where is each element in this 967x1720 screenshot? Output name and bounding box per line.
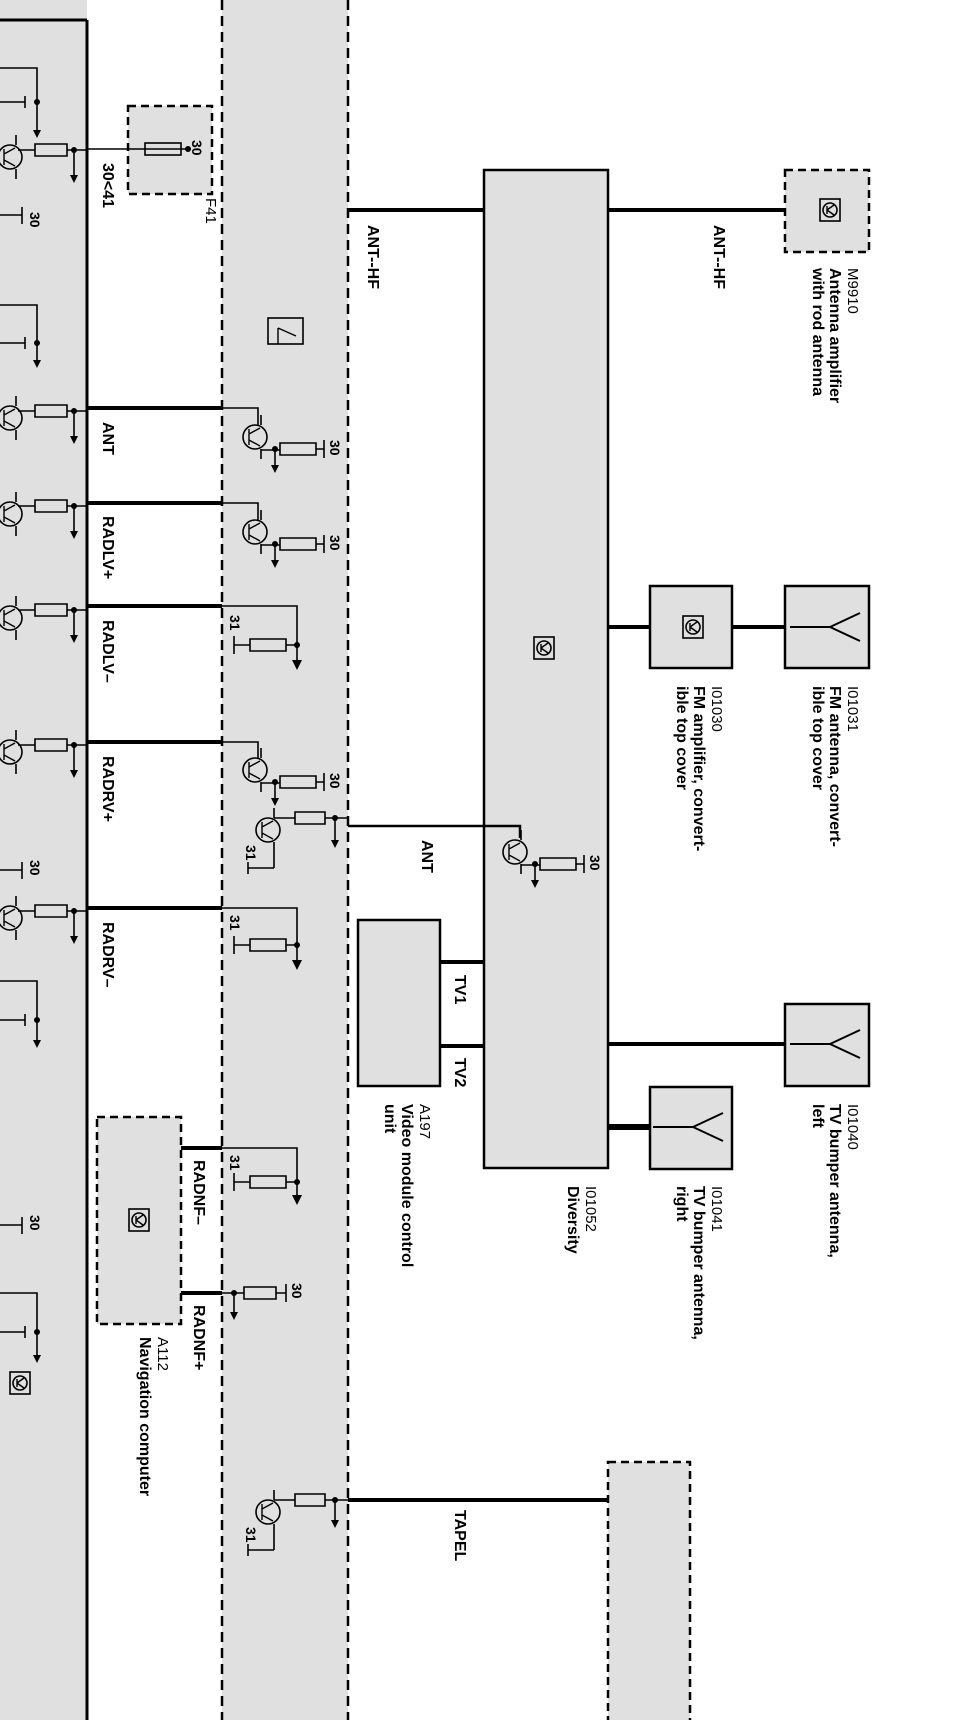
navigation-computer-a112: RADNF– RADNF+ A112 Navigation computer bbox=[95, 1115, 222, 1496]
wire-radlv-minus-label: RADLV– bbox=[99, 620, 116, 683]
i01031-desc1: FM antenna, convert- bbox=[826, 686, 843, 847]
pin-31-ant: 31 bbox=[243, 845, 259, 861]
wire-radnf-minus-label: RADNF– bbox=[190, 1160, 207, 1225]
wire-radlv-plus-label: RADLV+ bbox=[99, 516, 116, 579]
i01030-desc2: ible top cover bbox=[673, 686, 690, 790]
wire-radrv-minus-label: RADRV– bbox=[99, 922, 116, 988]
tapel-connection: TAPEL bbox=[348, 1460, 692, 1720]
pin-31-radlv: 31 bbox=[227, 615, 243, 631]
radio-module-region bbox=[220, 0, 350, 1720]
wire-radrv-plus-label: RADRV+ bbox=[99, 756, 116, 822]
left-pin-30-b: 30 bbox=[27, 860, 43, 876]
i01040-desc2: left bbox=[809, 1104, 826, 1129]
i01030-code: I01030 bbox=[708, 686, 725, 732]
tv-antenna-left-i01040: I01040 TV bumper antenna, left bbox=[608, 1002, 871, 1258]
wire-ant-mid-label: ANT bbox=[418, 840, 435, 873]
pin-31-tapel: 31 bbox=[243, 1527, 259, 1543]
i01031-desc2: ible top cover bbox=[809, 686, 826, 790]
fuse-f41: 30 F41 30<41 bbox=[87, 104, 219, 224]
fm-antenna-i01031: I01031 FM antenna, convert- ible top cov… bbox=[783, 584, 871, 847]
navigation-desc: Navigation computer bbox=[136, 1337, 153, 1496]
wire-tv2-label: TV2 bbox=[451, 1058, 468, 1087]
left-pin-30-c: 30 bbox=[27, 1215, 43, 1231]
fm-amplifier-i01030: I01030 FM amplifier, convert- ible top c… bbox=[608, 584, 785, 851]
pin-30-radrv: 30 bbox=[327, 773, 343, 789]
diversity-desc: Diversity bbox=[564, 1186, 581, 1254]
m9910-desc1: Antenna amplifier bbox=[826, 268, 843, 403]
video-module-desc1: Video module control bbox=[398, 1104, 415, 1267]
i01041-desc2: right bbox=[673, 1186, 690, 1222]
video-module-a197: TV1 TV2 A197 Video module control unit bbox=[356, 918, 484, 1267]
i01041-code: I01041 bbox=[708, 1186, 725, 1232]
i01031-code: I01031 bbox=[844, 686, 861, 732]
wire-tapel-label: TAPEL bbox=[451, 1510, 468, 1561]
left-transistor-stages: 30 30 30 bbox=[0, 67, 87, 1395]
wire-ant-hf-label-mid: ANT--HF bbox=[364, 225, 381, 289]
bus-wires bbox=[87, 406, 222, 910]
relay-icon bbox=[267, 317, 304, 345]
diversity-module: 30 I01052 Diversity bbox=[348, 168, 610, 1254]
wire-tv1-label: TV1 bbox=[451, 975, 468, 1004]
pin-30-diversity: 30 bbox=[587, 855, 603, 871]
fuse-f41-code: F41 bbox=[202, 198, 219, 224]
video-module-desc2: unit bbox=[381, 1104, 398, 1134]
i01040-code: I01040 bbox=[844, 1104, 861, 1150]
i01040-desc1: TV bumper antenna, bbox=[826, 1104, 843, 1258]
pin-31-radrv: 31 bbox=[227, 915, 243, 931]
wire-radnf-plus-label: RADNF+ bbox=[190, 1305, 207, 1370]
left-pin-30-a: 30 bbox=[27, 212, 43, 228]
pin-30-radlv: 30 bbox=[327, 535, 343, 551]
pin-30-radnf: 30 bbox=[289, 1283, 305, 1299]
i01030-desc1: FM amplifier, convert- bbox=[690, 686, 707, 851]
wire-ant-label: ANT bbox=[99, 422, 116, 455]
diversity-code: I01052 bbox=[582, 1186, 599, 1232]
wire-30-41-label: 30<41 bbox=[99, 163, 116, 208]
central-stages: 30 30 31 30 31 31 bbox=[222, 407, 348, 1556]
antenna-amplifier-m9910: M9910 Antenna amplifier with rod antenna bbox=[608, 168, 871, 403]
pin-30-ant: 30 bbox=[327, 440, 343, 456]
tv-antenna-right-i01041: I01041 TV bumper antenna, right bbox=[608, 1085, 734, 1340]
fuse-f41-pin: 30 bbox=[189, 140, 205, 156]
m9910-code: M9910 bbox=[844, 268, 861, 314]
video-module-code: A197 bbox=[416, 1104, 433, 1139]
wire-ant-hf-label-top: ANT--HF bbox=[710, 225, 727, 289]
pin-31-radnf: 31 bbox=[227, 1155, 243, 1171]
left-control-unit bbox=[0, 0, 89, 1720]
i01041-desc1: TV bumper antenna, bbox=[690, 1186, 707, 1340]
m9910-desc2: with rod antenna bbox=[809, 267, 826, 396]
navigation-code: A112 bbox=[154, 1337, 171, 1371]
